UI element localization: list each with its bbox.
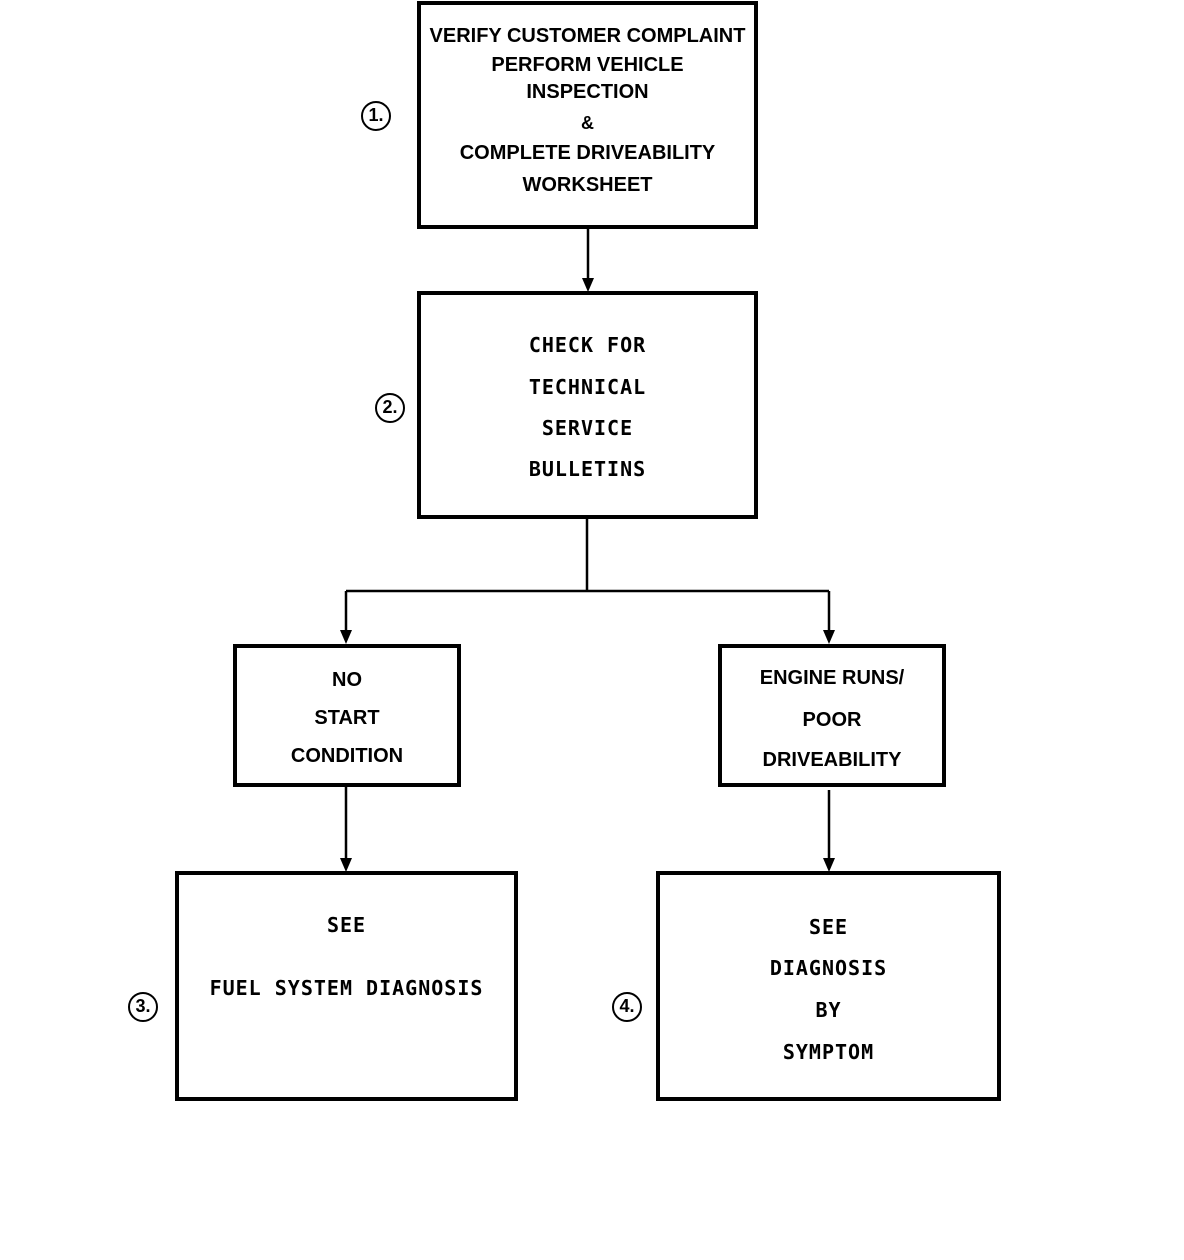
no-start-line-2: START [314, 707, 380, 729]
step4-number: 4. [612, 992, 642, 1022]
engine-runs-line-3: DRIVEABILITY [762, 749, 902, 771]
step2-line-1: CHECK FOR [528, 333, 647, 357]
step4-box: SEE DIAGNOSIS BY SYMPTOM [656, 871, 1001, 1101]
arrowhead-no-start [340, 630, 352, 644]
step1-line-5: COMPLETE DRIVEABILITY [459, 142, 716, 164]
engine-runs-box: ENGINE RUNS/ POOR DRIVEABILITY [718, 644, 946, 787]
no-start-box: NO START CONDITION [233, 644, 461, 787]
step2-number: 2. [375, 393, 405, 423]
step1-box: VERIFY CUSTOMER COMPLAINT PERFORM VEHICL… [417, 1, 758, 229]
step4-line-3: BY [815, 998, 842, 1022]
step3-number: 3. [128, 992, 158, 1022]
step1-line-3: INSPECTION [526, 81, 649, 103]
step4-line-4: SYMPTOM [782, 1040, 875, 1064]
step1-line-2: PERFORM VEHICLE [491, 54, 684, 76]
step4-line-2: DIAGNOSIS [769, 956, 888, 980]
step3-box: SEE FUEL SYSTEM DIAGNOSIS [175, 871, 518, 1101]
engine-runs-line-1: ENGINE RUNS/ [759, 667, 905, 689]
step4-line-1: SEE [808, 915, 849, 939]
step2-line-4: BULLETINS [528, 457, 647, 481]
step3-line-1: SEE [326, 913, 367, 937]
engine-runs-line-2: POOR [802, 709, 862, 731]
step1-line-1: VERIFY CUSTOMER COMPLAINT [429, 25, 746, 47]
step2-line-3: SERVICE [541, 416, 634, 440]
arrowhead-step4 [823, 858, 835, 872]
no-start-line-1: NO [332, 669, 362, 691]
arrowhead-step3 [340, 858, 352, 872]
step1-line-4: & [581, 113, 594, 133]
arrowhead-engine-runs [823, 630, 835, 644]
arrowhead-step2 [582, 278, 594, 292]
step3-line-2: FUEL SYSTEM DIAGNOSIS [209, 976, 484, 1000]
step1-line-6: WORKSHEET [522, 174, 653, 196]
no-start-line-3: CONDITION [290, 745, 404, 767]
step2-box: CHECK FOR TECHNICAL SERVICE BULLETINS [417, 291, 758, 519]
step2-line-2: TECHNICAL [528, 375, 647, 399]
step1-number: 1. [361, 101, 391, 131]
